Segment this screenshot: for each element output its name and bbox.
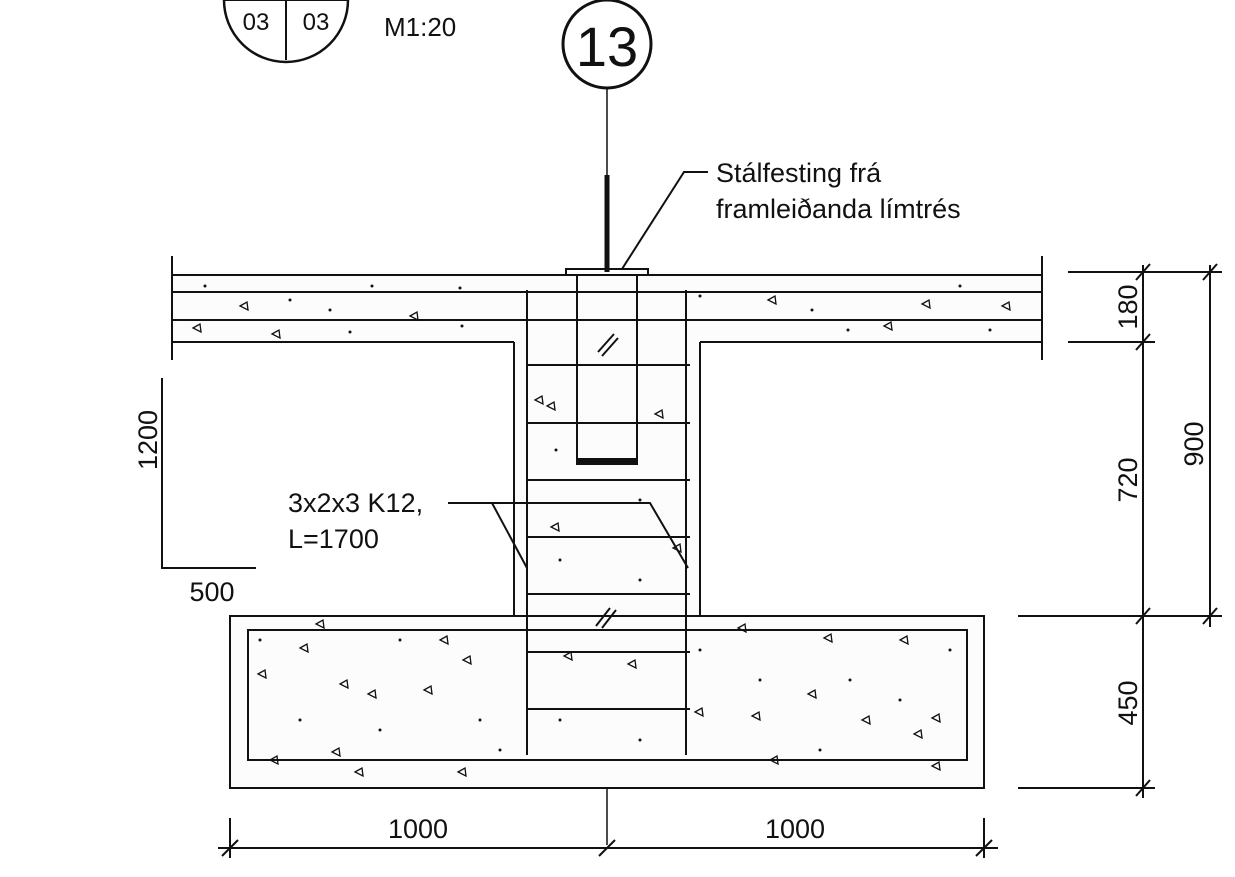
- grid-axis-bubble: 13: [561, 0, 653, 90]
- connector-note-line1: Stálfesting frá: [716, 158, 882, 188]
- left-horizontal-dimension: 500: [189, 577, 234, 607]
- left-vertical-dimension: 1200: [133, 410, 163, 470]
- detail-marker-right: 03: [303, 9, 330, 36]
- bottom-right-dimension: 1000: [765, 814, 825, 844]
- footing-reinforcement: [247, 629, 968, 761]
- bottom-dimension-lines: [218, 818, 998, 858]
- concrete-dots: [203, 284, 992, 752]
- slab-dimension: 180: [1113, 284, 1143, 329]
- column-dimension: 720: [1113, 457, 1143, 502]
- column-stirrups: [527, 364, 690, 710]
- detail-marker-left: 03: [243, 9, 270, 36]
- concrete-aggregate: [191, 294, 1011, 778]
- footing-dimension: 450: [1113, 680, 1143, 725]
- rebar-note-line1: 3x2x3 K12,: [288, 488, 423, 518]
- scale-label: M1:20: [384, 12, 456, 42]
- grid-axis-label: 13: [576, 15, 638, 78]
- total-dimension: 900: [1179, 421, 1209, 466]
- footing: [229, 615, 985, 789]
- slab-lines: [171, 256, 1043, 360]
- steel-connector: [565, 268, 649, 629]
- column-lines: [513, 290, 701, 755]
- rebar-note-line2: L=1700: [288, 524, 379, 554]
- rebar-leader: [448, 502, 689, 569]
- right-dimension-lines: [1018, 263, 1222, 798]
- slab: [172, 272, 1042, 342]
- connector-note-line2: framleiðanda límtrés: [716, 194, 961, 224]
- detail-marker: 03 03: [222, 0, 350, 64]
- left-reference-lines: [161, 378, 256, 569]
- connector-leader: [621, 171, 708, 270]
- bottom-left-dimension: 1000: [388, 814, 448, 844]
